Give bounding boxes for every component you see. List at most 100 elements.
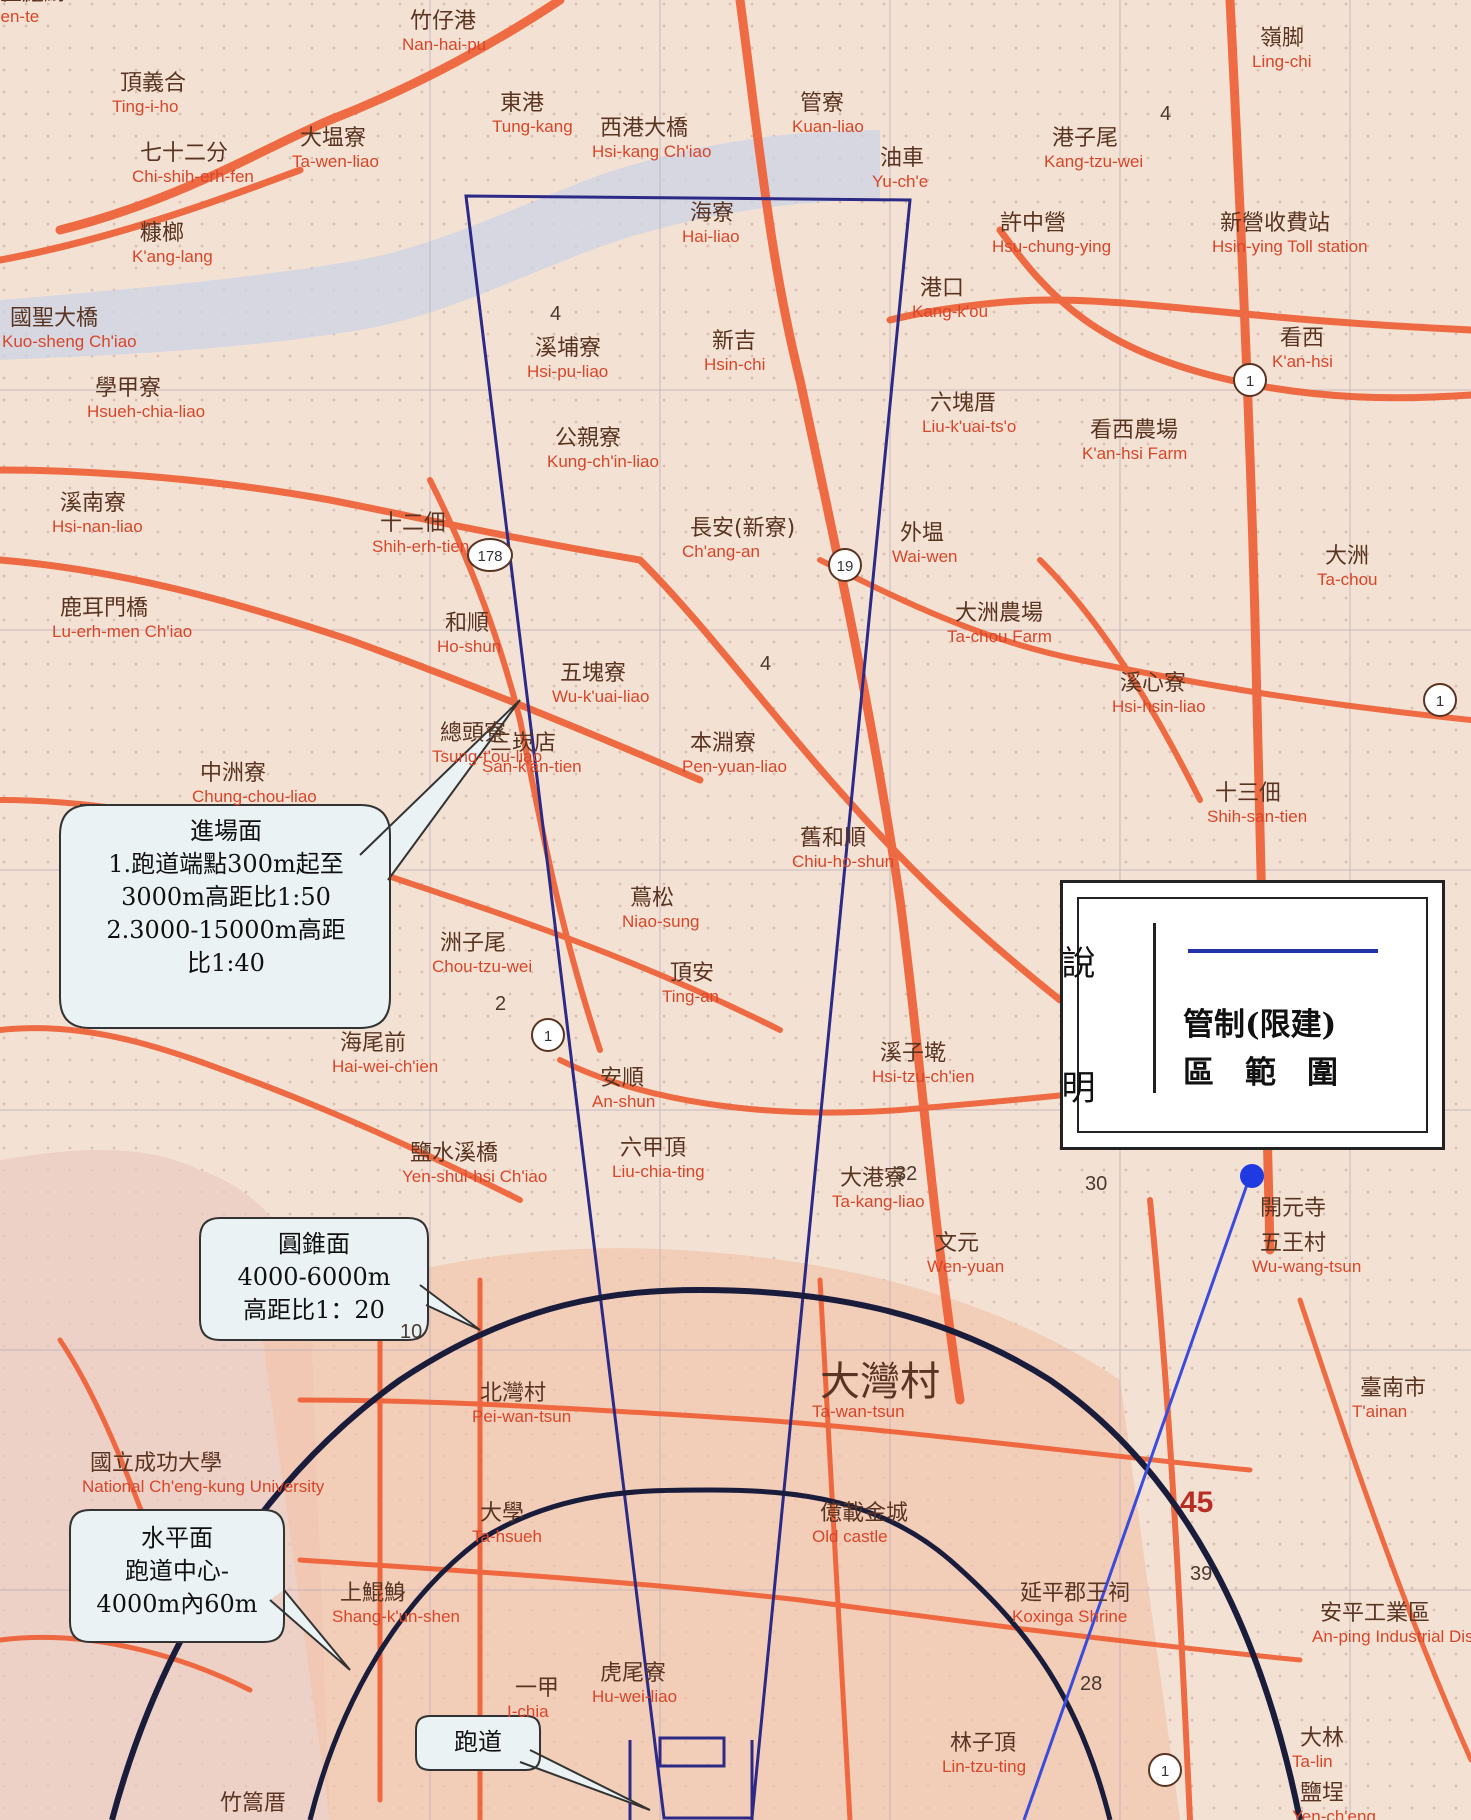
legend-box: 說 明 管制(限建) 區 範 圍 bbox=[1055, 880, 1445, 1150]
place-label-romanized: Kang-k'ou bbox=[912, 302, 988, 321]
place-label-cn: 洲子尾 bbox=[440, 931, 506, 956]
svg-text:1: 1 bbox=[544, 1028, 552, 1045]
conical-title: 圓錐面 bbox=[278, 1230, 350, 1258]
place-label-romanized: Hsi-hsin-liao bbox=[1112, 697, 1206, 716]
place-label-cn: 六塊厝 bbox=[930, 391, 996, 416]
place-label-romanized: Ta-chou Farm bbox=[947, 627, 1052, 646]
horizontal-line2: 4000m內60m bbox=[96, 1590, 258, 1618]
place-label-cn: 看西農場 bbox=[1090, 418, 1178, 443]
place-label-cn: 港子尾 bbox=[1052, 126, 1118, 151]
place-label-romanized: Hsi-tzu-ch'ien bbox=[872, 1067, 974, 1086]
place-label-cn: 大林 bbox=[1300, 1726, 1344, 1751]
place-label-cn: 虎尾寮 bbox=[600, 1661, 666, 1686]
elevation-mark: 10 bbox=[400, 1321, 422, 1343]
place-label-cn: 東港 bbox=[500, 91, 544, 116]
place-label-romanized: An-shun bbox=[592, 1092, 655, 1111]
place-label-romanized: Yu-ch'e bbox=[872, 172, 928, 191]
svg-text:19: 19 bbox=[837, 558, 854, 575]
place-label-romanized: Lu-erh-men Ch'iao bbox=[52, 622, 192, 641]
place-label-romanized: Hsu-chung-ying bbox=[992, 237, 1111, 256]
elevation-mark: 2 bbox=[495, 993, 506, 1015]
place-label-cn: 大港寮 bbox=[840, 1166, 906, 1191]
conical-callout-text: 圓錐面 4000-6000m 高距比1：20 bbox=[200, 1228, 428, 1327]
place-label-romanized: Tung-kang bbox=[492, 117, 573, 136]
place-label-romanized: Ta-lin bbox=[1292, 1752, 1333, 1771]
runway-title: 跑道 bbox=[454, 1728, 502, 1756]
horizontal-line1: 跑道中心- bbox=[124, 1557, 230, 1585]
place-label-romanized: Shang-k'un-shen bbox=[332, 1607, 460, 1626]
place-label-romanized: Niao-sung bbox=[622, 912, 700, 931]
place-label-romanized: Lin-tzu-ting bbox=[942, 1757, 1026, 1776]
place-label-romanized: T'ainan bbox=[1352, 1402, 1407, 1421]
place-label-romanized: Ta-kang-liao bbox=[832, 1192, 925, 1211]
road-marker: 19 bbox=[828, 548, 862, 582]
place-label-romanized: Koxinga Shrine bbox=[1012, 1607, 1127, 1626]
legend-inner-frame bbox=[1077, 897, 1428, 1133]
place-label-cn: 學甲寮 bbox=[95, 376, 161, 401]
place-label-cn: 國聖大橋 bbox=[10, 306, 98, 331]
place-label-cn: 和順 bbox=[445, 611, 489, 636]
place-label-cn: 大學 bbox=[480, 1501, 524, 1526]
conical-line1: 4000-6000m bbox=[237, 1263, 391, 1291]
place-label-romanized: Ch'ang-an bbox=[682, 542, 760, 561]
place-label-cn: 總頭寮 bbox=[440, 721, 506, 746]
boundary-marker bbox=[1240, 1164, 1264, 1188]
place-label-cn: 五王村 bbox=[1260, 1231, 1326, 1256]
runway-callout-text: 跑道 bbox=[416, 1726, 540, 1759]
place-label-cn: 新營收費站 bbox=[1220, 211, 1330, 236]
place-label-romanized: Wu-wang-tsun bbox=[1252, 1257, 1361, 1276]
place-label-romanized: Chiu-ho-shun bbox=[792, 852, 894, 871]
callout-runway bbox=[415, 1715, 651, 1811]
place-label-cn: 鹽埕 bbox=[1300, 1781, 1344, 1806]
approach-line2: 3000m高距比1:50 bbox=[121, 883, 331, 911]
place-label-romanized: Shih-erh-tien bbox=[372, 537, 469, 556]
place-label-cn: 十二佃 bbox=[380, 511, 446, 536]
place-label-cn: 安順 bbox=[600, 1066, 644, 1091]
place-label-romanized: An-ping Industrial District bbox=[1312, 1627, 1471, 1646]
place-label-romanized: Nan-hai-pu bbox=[402, 35, 486, 54]
legend-line-swatch bbox=[1188, 949, 1378, 953]
place-label-cn: 竹仔港 bbox=[410, 9, 476, 34]
svg-text:1: 1 bbox=[1161, 1763, 1169, 1780]
place-label-cn: 港口 bbox=[920, 276, 964, 301]
horizontal-title: 水平面 bbox=[141, 1524, 213, 1552]
place-label-romanized: Kuan-liao bbox=[792, 117, 864, 136]
place-label-romanized: K'an-hsi Farm bbox=[1082, 444, 1187, 463]
elevation-mark: 32 bbox=[895, 1163, 917, 1185]
place-label-romanized: Hsi-pu-liao bbox=[527, 362, 608, 381]
place-label-cn: 溪子墘 bbox=[880, 1041, 946, 1066]
place-label-romanized: Chu-kao-ts'o bbox=[212, 1817, 308, 1820]
place-label-romanized: Hsin-chi bbox=[704, 355, 765, 374]
place-label-cn: 溪南寮 bbox=[60, 491, 126, 516]
place-label-cn: 管寮 bbox=[800, 91, 844, 116]
elevation-mark: 4 bbox=[550, 303, 561, 325]
place-label-cn: 億載金城 bbox=[820, 1501, 908, 1526]
place-label-cn: 大塭寮 bbox=[300, 126, 366, 151]
elevation-mark: 39 bbox=[1190, 1563, 1212, 1585]
place-label-cn: 延平郡王祠 bbox=[1020, 1581, 1130, 1606]
place-label-romanized: Wai-wen bbox=[892, 547, 958, 566]
place-label-romanized: Wu-k'uai-liao bbox=[552, 687, 649, 706]
place-label-romanized: San-k'an-tien bbox=[482, 757, 582, 776]
horizontal-callout-text: 水平面 跑道中心- 4000m內60m bbox=[70, 1522, 284, 1621]
elevation-mark: 28 bbox=[1080, 1673, 1102, 1695]
place-label-cn: 頂義合 bbox=[120, 71, 186, 96]
road-marker: 1 bbox=[531, 1018, 565, 1052]
place-label-cn: 國立成功大學 bbox=[90, 1451, 222, 1476]
urban-area bbox=[260, 1248, 1180, 1820]
place-label-romanized: Chi-shih-erh-fen bbox=[132, 167, 254, 186]
place-label-cn: 頂安 bbox=[670, 961, 714, 986]
legend-label-line1: 管制(限建) bbox=[1183, 1007, 1337, 1043]
svg-text:178: 178 bbox=[477, 548, 502, 565]
legend-label-line2: 區 範 圍 bbox=[1183, 1055, 1338, 1091]
place-label-romanized: Liu-k'uai-ts'o bbox=[922, 417, 1016, 436]
place-label-cn: 林子頂 bbox=[950, 1731, 1016, 1756]
place-label-romanized: Tsung-t'ou-liao bbox=[432, 747, 542, 766]
place-label-romanized: Yen-ch'eng bbox=[1292, 1807, 1376, 1820]
elevation-mark: 45 bbox=[1180, 1486, 1213, 1519]
place-label-romanized: Ta-wen-liao bbox=[292, 152, 379, 171]
place-label-cn: 新吉 bbox=[712, 329, 756, 354]
place-label-cn: 臺南市 bbox=[1360, 1376, 1426, 1401]
